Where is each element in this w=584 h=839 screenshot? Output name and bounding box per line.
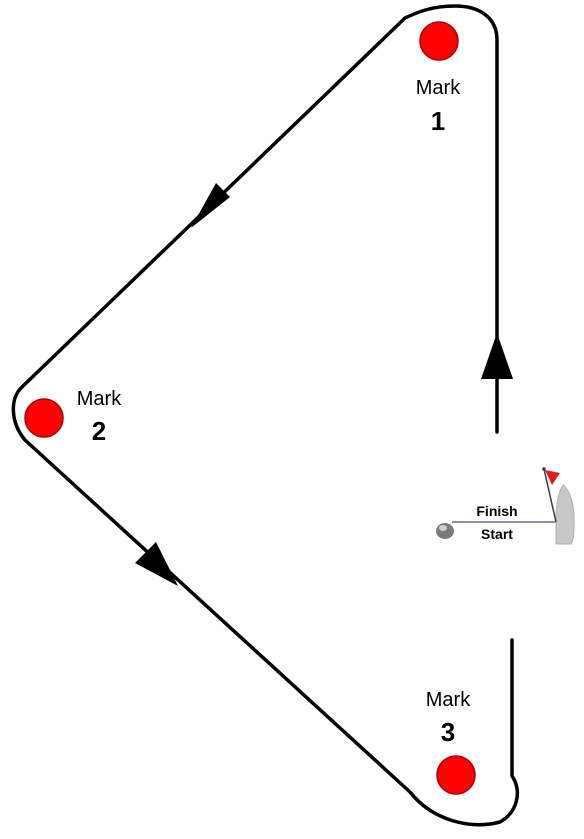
mark-3-word: Mark [426,689,471,711]
mark-3-number: 3 [441,717,455,747]
mark-1-buoy [419,21,459,61]
mark-2-buoy [24,398,64,438]
boat-icon [555,484,575,545]
buoy-icon [436,523,454,539]
mark-1-word: Mark [416,77,461,99]
finish-label: Finish [476,503,517,519]
start-label: Start [481,526,513,542]
mark-1-number: 1 [431,106,445,136]
flag-icon [542,467,560,523]
course-path [11,4,520,827]
arrowhead-icon-leg1 [481,333,513,379]
arrowhead-icon-leg2 [191,183,230,228]
mark-2-number: 2 [92,416,106,446]
mark-2-word: Mark [77,388,122,410]
arrowhead-icon-leg3 [135,542,178,586]
mark-3-buoy [436,755,476,795]
